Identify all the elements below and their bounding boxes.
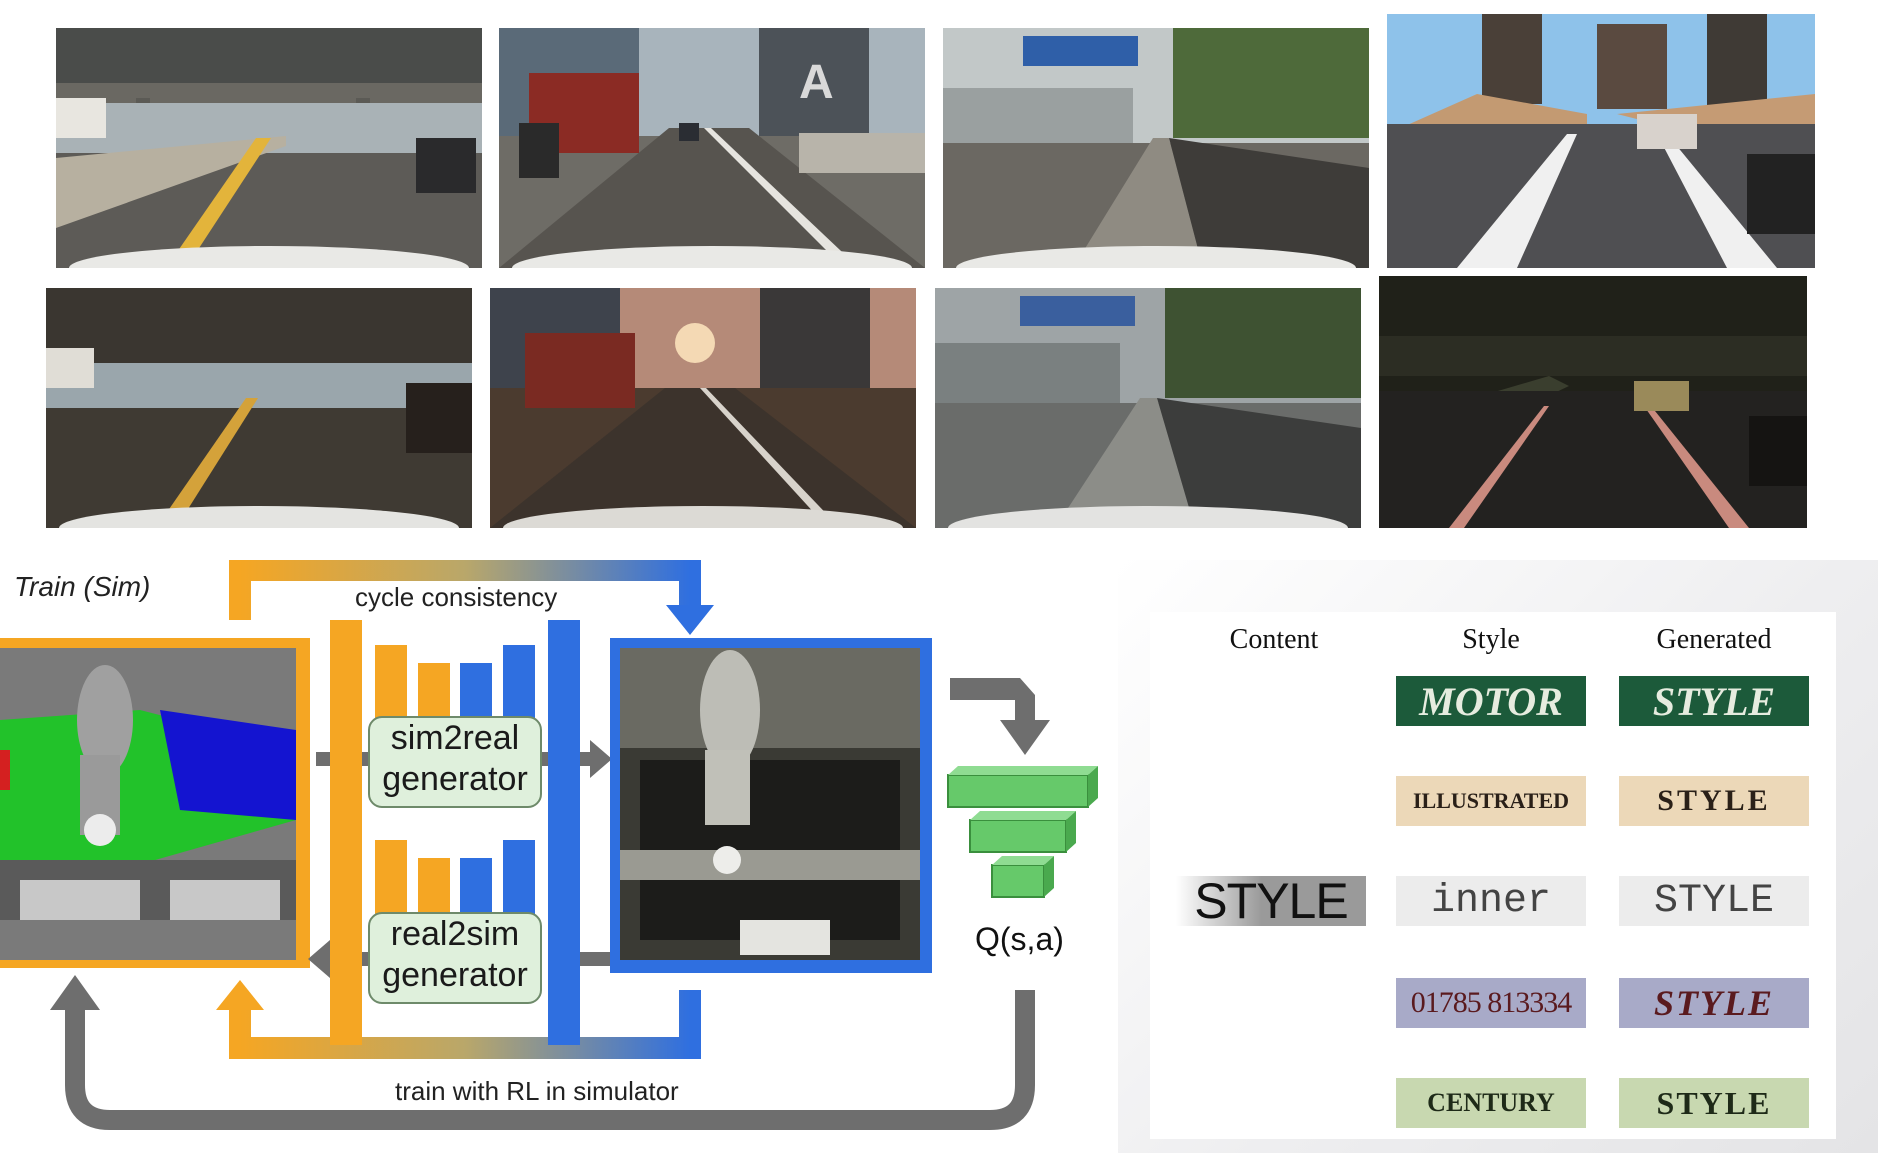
generated-header: Generated <box>1656 624 1772 655</box>
sim2real-diagram: Train (Sim) cycle consistency Q(s,a) tra… <box>0 560 1120 1153</box>
real2sim-generator-label: generator <box>382 956 528 994</box>
rl-arrow-head <box>50 975 100 1010</box>
real2sim-label: real2sim <box>390 915 520 953</box>
real2sim-generator-box: real2sim generator <box>368 912 542 1004</box>
content-word: STYLE <box>1176 876 1366 926</box>
cycle-arrow-bottom <box>229 990 701 1059</box>
style-sample-century: CENTURY <box>1396 1078 1586 1128</box>
generated-sample-4: STYLE <box>1619 978 1809 1028</box>
real-photo-city-sunset <box>490 288 916 528</box>
sim-photo-desert-road <box>1387 14 1815 268</box>
generated-sample-3: STYLE <box>1619 876 1809 926</box>
sim2real-label: sim2real <box>390 719 520 757</box>
rl-label: train with RL in simulator <box>395 1076 679 1106</box>
q-arrow <box>950 678 1050 755</box>
sign-letter: A <box>799 56 834 109</box>
style-header: Style <box>1462 624 1520 655</box>
style-sample-illustrated: ILLUSTRATED <box>1396 776 1586 826</box>
real-photo-highway-signs <box>935 288 1361 528</box>
sim-photo-overpass <box>56 28 482 268</box>
generated-sample-5: STYLE <box>1619 1078 1809 1128</box>
real-photo-night-road <box>1379 276 1807 528</box>
sim-photo-city-truck: A <box>499 28 925 268</box>
cycle-arrow-bottom-head <box>216 980 264 1010</box>
rl-arrow <box>65 990 1035 1130</box>
style-transfer-panel: Content Style Generated STYLE MOTOR STYL… <box>1150 612 1836 1139</box>
style-sample-phone: 01785 813334 <box>1396 978 1586 1028</box>
content-header: Content <box>1229 624 1319 655</box>
q-label: Q(s,a) <box>975 921 1064 957</box>
style-sample-inner: inner <box>1396 876 1586 926</box>
real-photo-overpass <box>46 288 472 528</box>
cycle-consistency-label: cycle consistency <box>355 582 557 612</box>
style-sample-motor: MOTOR <box>1396 676 1586 726</box>
train-sim-label: Train (Sim) <box>14 571 150 602</box>
cycle-arrow-top <box>229 560 701 620</box>
cycle-arrow-top-head <box>666 605 714 635</box>
generated-sample-1: STYLE <box>1619 676 1809 726</box>
q-network-blocks <box>947 766 1098 898</box>
generated-sample-2: STYLE <box>1619 776 1809 826</box>
sim2real-generator-label: generator <box>382 760 528 798</box>
sim-photo-highway-signs <box>943 28 1369 268</box>
sim2real-generator-box: sim2real generator <box>368 716 542 808</box>
